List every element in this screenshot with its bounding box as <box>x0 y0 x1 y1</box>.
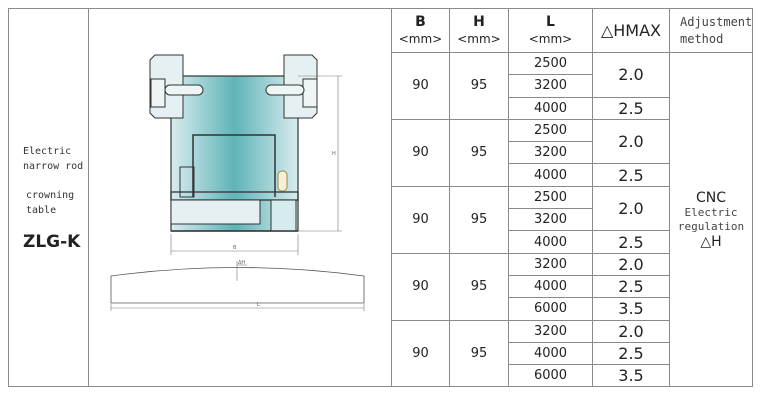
header-adjustment-line: Adjustment <box>680 14 753 29</box>
table-row: 3200 <box>9 141 753 165</box>
table-row: 3200 <box>9 208 753 232</box>
cell-l: 4000 <box>508 96 593 120</box>
cell-dhmax: 2.0 <box>592 185 670 232</box>
cell-l: 2500 <box>508 51 593 76</box>
cell-dhmax: 2.5 <box>592 96 670 120</box>
adjustment-cnc: CNC <box>695 189 727 206</box>
cell-dhmax: 2.5 <box>592 274 670 299</box>
technical-drawing-cell: H B L ΔH <box>88 7 392 388</box>
cell-b: 90 <box>391 52 450 120</box>
cell-l: 2500 <box>508 118 593 143</box>
product-name-line: narrow rod <box>23 160 84 172</box>
cell-h: 95 <box>449 319 509 388</box>
header-b-unit: <mm> <box>398 31 443 46</box>
cell-dhmax: 2.0 <box>592 252 670 276</box>
header-l: L<mm> <box>508 8 593 53</box>
cell-b: 90 <box>391 319 450 388</box>
cell-h: 95 <box>449 252 509 321</box>
spec-table: Electric narrow rod crowning table ZLG-K <box>8 7 753 388</box>
technical-drawing: H B L ΔH <box>110 54 365 311</box>
crowning-table-cross-section <box>149 54 318 232</box>
cell-l: 3200 <box>508 141 593 165</box>
cell-l: 3200 <box>508 208 593 232</box>
table-row: 3200 <box>9 74 753 98</box>
cell-h: 95 <box>449 118 509 187</box>
adjustment-line: regulation <box>677 219 745 233</box>
header-h-label: H <box>473 13 485 30</box>
cell-l: 4000 <box>508 341 593 366</box>
dimension-l-label: L <box>257 302 260 308</box>
product-name-line: crowning <box>26 189 75 201</box>
dimension-lines <box>110 75 365 311</box>
cell-l: 3200 <box>508 74 593 98</box>
cell-dhmax: 2.0 <box>592 118 670 165</box>
cell-b: 90 <box>391 118 450 187</box>
header-l-unit: <mm> <box>528 31 573 46</box>
cell-l: 3200 <box>508 319 593 343</box>
product-name-line: Electric <box>23 145 72 157</box>
header-b: B<mm> <box>391 8 450 53</box>
product-model: ZLG-K <box>23 231 81 252</box>
cell-dhmax: 2.0 <box>592 319 670 343</box>
header-dhmax: △HMAX <box>592 8 670 53</box>
header-b-label: B <box>415 13 426 30</box>
header-h: H<mm> <box>449 8 509 53</box>
cell-dhmax: 3.5 <box>592 364 670 388</box>
product-label-cell: Electric narrow rod crowning table ZLG-K <box>8 7 89 388</box>
cell-l: 4000 <box>508 230 593 254</box>
cell-dhmax: 2.0 <box>592 52 670 98</box>
cell-dhmax: 2.5 <box>592 341 670 366</box>
cell-h: 95 <box>449 185 509 254</box>
cell-l: 3200 <box>508 252 593 276</box>
header-h-unit: <mm> <box>457 31 501 46</box>
header-adjustment-method: Adjustment method <box>669 8 753 53</box>
header-adjustment-line: method <box>680 31 724 46</box>
cell-dhmax: 3.5 <box>592 297 670 321</box>
dimension-dh-label: ΔH <box>238 260 245 266</box>
cell-dhmax: 2.5 <box>592 230 670 254</box>
header-row: Electric narrow rod crowning table ZLG-K <box>8 7 753 388</box>
cell-l: 6000 <box>508 364 593 388</box>
product-name-line: table <box>26 204 57 216</box>
dimension-h-label: H <box>332 151 336 157</box>
cell-l: 2500 <box>508 185 593 210</box>
cell-b: 90 <box>391 185 450 254</box>
cell-l: 4000 <box>508 163 593 187</box>
adjustment-delta-h: △H <box>700 233 722 250</box>
cell-h: 95 <box>449 52 509 120</box>
cell-l: 6000 <box>508 297 593 321</box>
cell-dhmax: 2.5 <box>592 163 670 187</box>
cell-l: 4000 <box>508 274 593 299</box>
header-l-label: L <box>546 13 555 30</box>
dimension-b-label: B <box>233 245 237 251</box>
adjustment-line: Electric <box>684 205 738 219</box>
cell-b: 90 <box>391 252 450 321</box>
